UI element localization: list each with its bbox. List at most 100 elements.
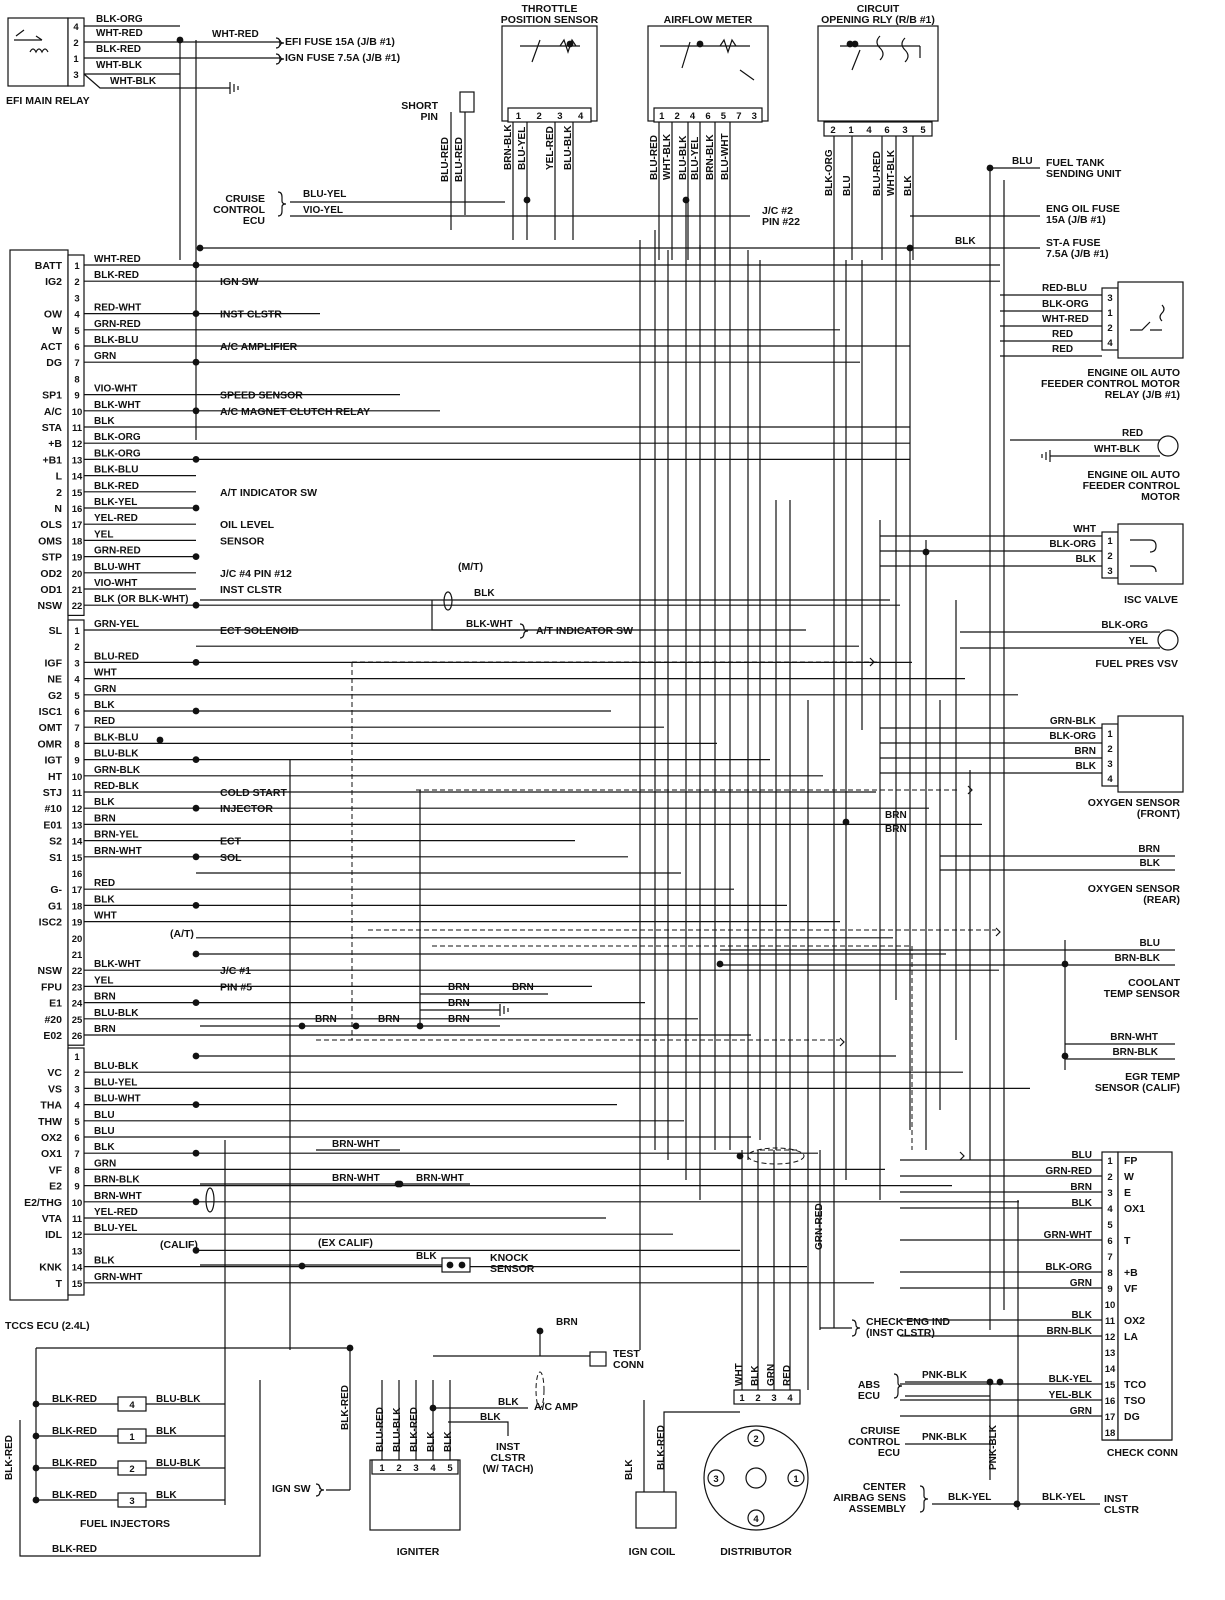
ecu-pin-number: 11 [72,788,83,799]
nsw-blk-wire: BLK [474,588,495,599]
efi-relay-wire-color: BLK-ORG [96,14,143,25]
igniter-wire-color: BLU-RED [375,1407,386,1452]
ecu-wire-color: RED [94,878,115,889]
jc2-label: PIN #22 [762,216,800,228]
shield-icon [443,591,453,611]
ecu-pin-number: 10 [72,407,83,418]
check-conn-pin: 17 [1105,1412,1116,1423]
airbag-label: AIRBAG SENS [833,1492,906,1504]
cor-internal-icon [840,35,921,71]
ecu-wire-color: GRN-WHT [94,1272,142,1283]
egr-wire-color: BRN-BLK [1112,1047,1158,1058]
ecu-wire-color: WHT [94,911,117,922]
injector-wire-left: BLK-RED [52,1458,97,1469]
ecu-wire-color: BRN [94,1024,116,1035]
connector-brace [277,191,287,217]
st-wire: BLK [955,236,976,247]
airflow-meter [647,25,769,122]
ecu-pin-number: 15 [72,1279,83,1290]
coil-wire: BLK [624,1459,635,1480]
ecu-wire-color: BLK [94,797,115,808]
feeder-relay-body [1117,281,1184,359]
check-conn-wire-color: YEL-BLK [1049,1390,1093,1401]
splice-dot [192,601,200,609]
feeder-relay-label: FEEDER CONTROL MOTOR [1041,378,1180,390]
ground-wire-label: BRN [885,824,907,835]
injector-wire-right: BLU-BLK [156,1458,201,1469]
splice-dot [192,456,200,463]
check-conn-terminal: OX2 [1124,1315,1145,1327]
spark-terminal [707,1469,725,1487]
o2-front-pin: 4 [1107,774,1113,785]
ecu-wire-color: BRN-YEL [94,830,138,841]
ecu-pin-number: 8 [74,1165,79,1176]
ecu-pin-number: 3 [74,1084,79,1095]
ecu-pin-number: 1 [74,261,80,272]
ecu-terminal-name: VS [48,1083,62,1095]
connector-brace [315,1483,325,1497]
check-conn-wire-color: BRN [1070,1182,1092,1193]
o2-front-body [1117,715,1184,793]
knock-sensor-terminal [458,1261,466,1269]
ecu-terminal-name: +B [48,438,62,450]
grn-red-wire: GRN-RED [814,1203,825,1250]
circuit-opening-relay-pin: 3 [902,125,907,136]
ecu-wire-color: BLU-RED [94,651,139,662]
distributor-pin: 2 [755,1393,760,1404]
splice-dot [416,1022,424,1030]
check-conn-terminal: VF [1124,1283,1138,1295]
ecu-wire-color: WHT [94,668,117,679]
ecu-terminal-name: L [56,471,63,483]
ecu-destination: PIN #5 [220,981,252,993]
check-conn-terminal: T [1124,1235,1131,1247]
ign-coil-label: IGN COIL [629,1546,676,1558]
check-conn-label: CHECK CONN [1107,1447,1178,1459]
splice-dot [192,756,200,763]
connector-brace [275,53,285,65]
splice-dot [298,1262,306,1270]
ecu-pin-number: 14 [72,837,83,848]
splice-dot [192,1052,200,1060]
circuit-opening-relay-pin: 6 [884,125,889,136]
ecu-terminal-name: VTA [42,1213,63,1225]
splice-dot [429,1404,437,1412]
ecu-wire-color: BRN [94,813,116,824]
airflow-meter-pin: 6 [705,111,710,122]
isc-pin: 2 [1107,551,1112,562]
check-conn-wire-color: BRN-BLK [1046,1326,1092,1337]
airflow-meter-pin: 1 [659,111,665,122]
splice-dot [986,164,994,172]
efi-relay-pins [67,17,85,87]
injector-wire-right: BLU-BLK [156,1394,201,1405]
efi-relay-wire-color: BLK-RED [96,44,141,55]
ecu-pin-number: 4 [74,675,80,686]
distributor-rotor [745,1467,767,1489]
jc2-label: J/C #2 [762,205,793,217]
ecu-terminal-name: KNK [39,1262,62,1274]
ground-wire-label: BRN [448,1014,470,1025]
ecu-destination: J/C #4 PIN #12 [220,568,292,580]
splice-dot [846,40,854,48]
ecu-pin-number: 6 [74,342,79,353]
check-conn-pin: 15 [1105,1380,1116,1391]
ecu-pin-number: 3 [74,658,79,669]
splice-dot [523,196,531,204]
cor-wire-color: BLK-ORG [824,149,835,196]
ecu-wire-color: BLK [94,700,115,711]
ecu-wire-color: BLK-ORG [94,432,141,443]
ecu-destination: ECT SOLENOID [220,625,299,637]
cor-wire-color: BLK [903,175,914,196]
ecu-destination: SENSOR [220,535,265,547]
ecu-wire-color: BLK [94,1256,115,1267]
feeder-motor-label: FEEDER CONTROL [1083,480,1181,492]
ecu-pin-number: 16 [72,504,83,515]
airflow-meter-pins [653,107,763,123]
throttle-position-sensor-pin: 3 [557,111,562,122]
splice-dot [192,504,200,512]
isc-coil-icon [1130,539,1157,573]
splice-dot [196,244,204,252]
inst-tach-label: (W/ TACH) [482,1463,533,1475]
ecu-pin-number: 5 [74,326,80,337]
mt-note: (M/T) [458,561,483,573]
